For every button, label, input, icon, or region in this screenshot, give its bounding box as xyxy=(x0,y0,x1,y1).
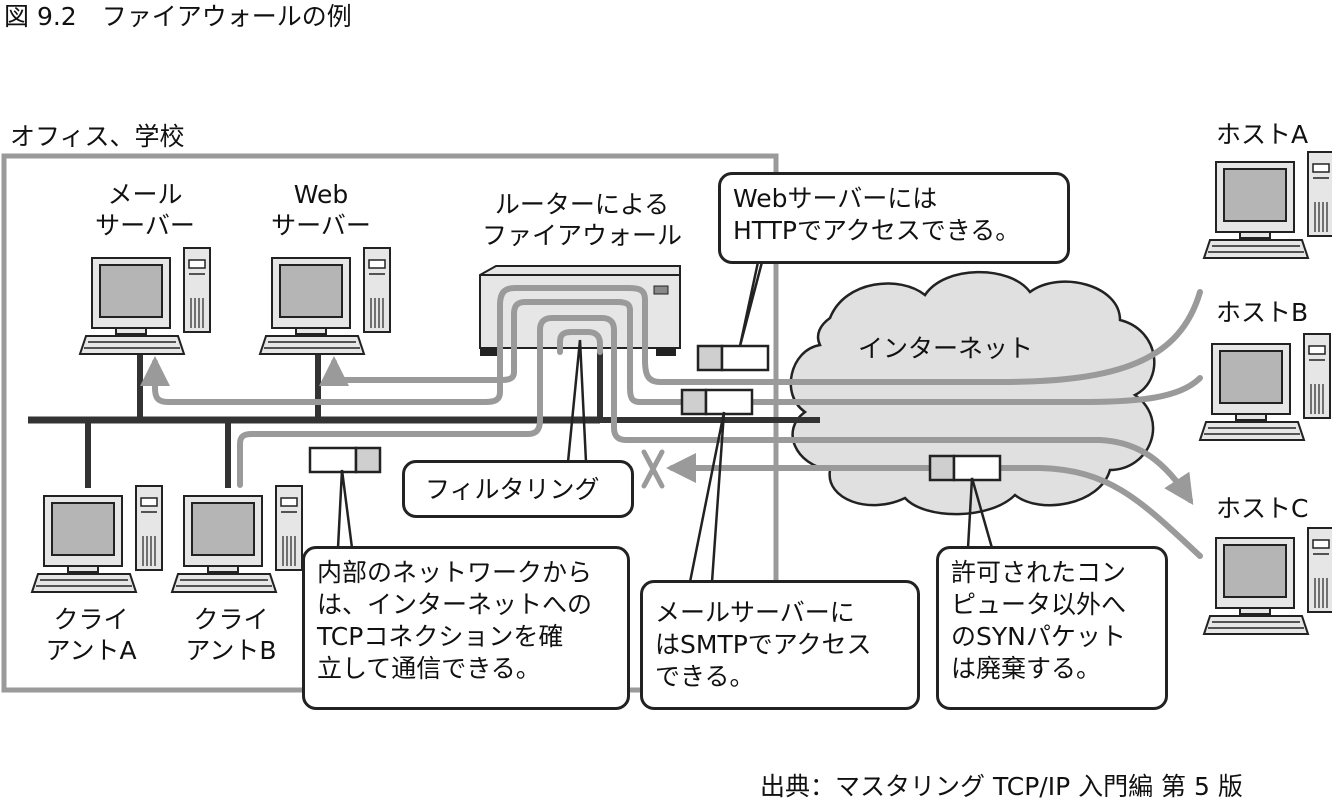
callout-mail-smtp: メールサーバーに はSMTPでアクセス できる。 xyxy=(640,580,920,710)
callout-web-http: Webサーバーには HTTPでアクセスできる。 xyxy=(718,172,1070,264)
client-b-computer xyxy=(171,485,303,593)
host-b-computer xyxy=(1199,333,1331,441)
internet-label: インターネット xyxy=(858,334,1034,363)
host-a-label: ホストA xyxy=(1216,120,1309,149)
host-c-label: ホストC xyxy=(1216,494,1309,523)
client-a-label: クライ アントA xyxy=(45,605,137,665)
web-server-computer xyxy=(259,247,391,355)
mail-server-computer xyxy=(79,247,211,355)
mail-server-label: メール サーバー xyxy=(95,180,195,240)
callout-internal-tcp: 内部のネットワークから は、インターネットへの TCPコネクションを確 立して通… xyxy=(302,546,630,710)
internet-cloud xyxy=(789,270,1156,516)
host-c-computer xyxy=(1203,527,1332,635)
callout-filtering: フィルタリング xyxy=(402,460,634,518)
client-a-computer xyxy=(31,485,163,593)
packet-internal xyxy=(308,446,382,474)
router-label: ルーターによる ファイアウォール xyxy=(481,190,682,250)
client-b-label: クライ アントB xyxy=(185,605,277,665)
packet-web xyxy=(696,344,770,372)
host-a-computer xyxy=(1203,151,1332,259)
packet-syn xyxy=(928,454,1002,482)
host-b-label: ホストB xyxy=(1216,298,1309,327)
office-zone-label: オフィス、学校 xyxy=(10,122,185,151)
block-x-mark xyxy=(641,449,665,489)
packet-mail xyxy=(680,388,754,416)
web-server-label: Web サーバー xyxy=(271,180,371,240)
figure-source: 出典：マスタリング TCP/IP 入門編 第 5 版 xyxy=(760,772,1243,801)
callout-syn-drop: 許可されたコン ピュータ以外へ のSYNパケット は廃棄する。 xyxy=(936,546,1168,710)
figure-title: 図 9.2 ファイアウォールの例 xyxy=(4,2,352,31)
